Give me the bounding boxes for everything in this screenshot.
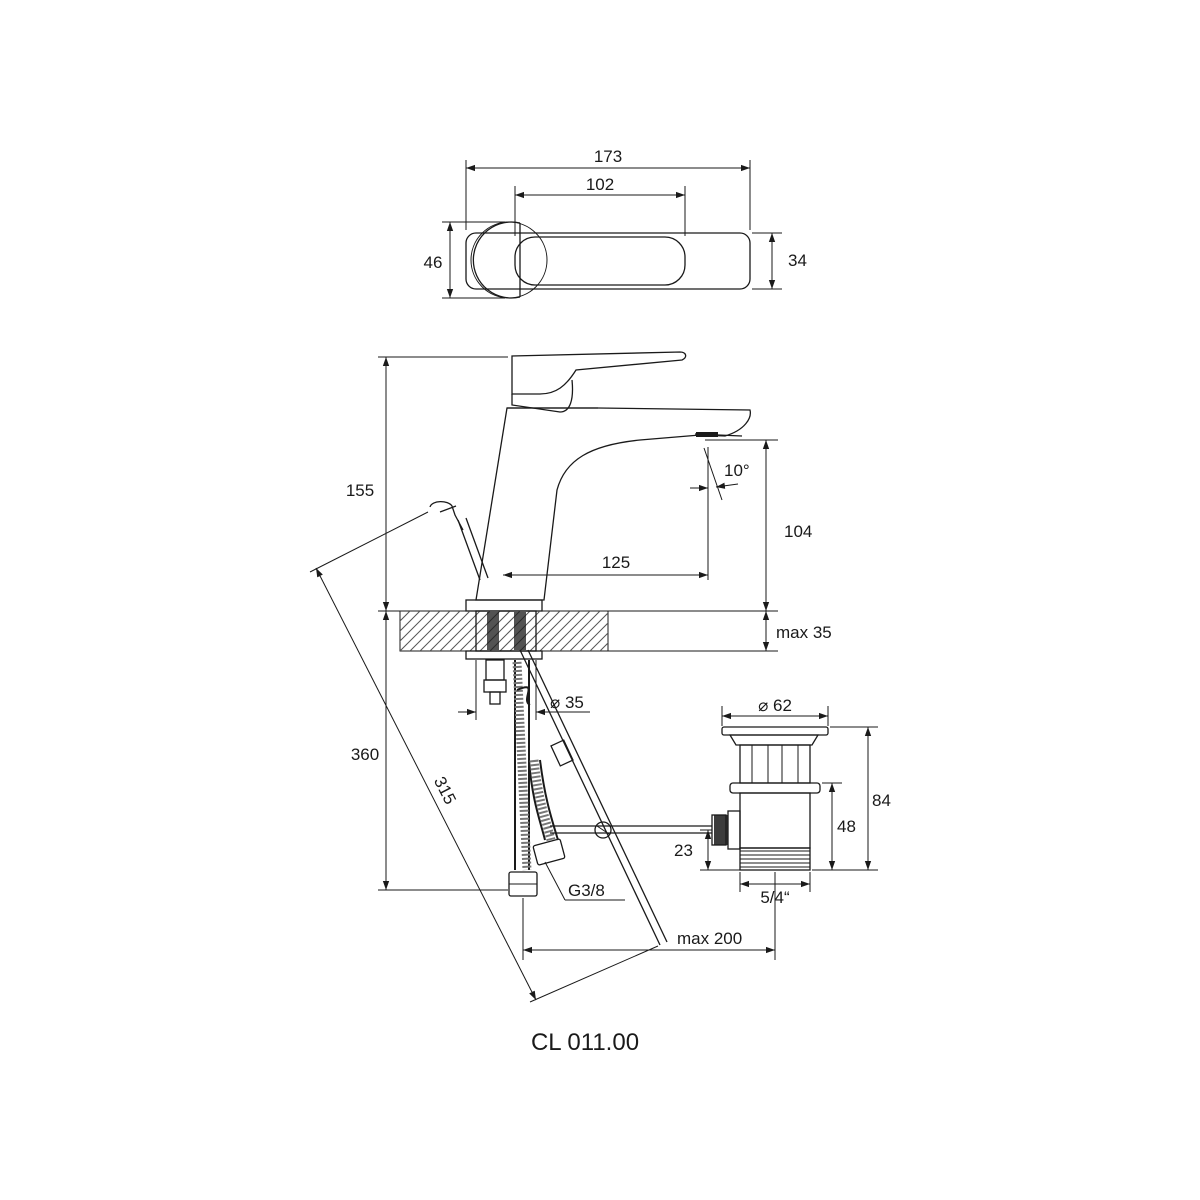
dim-360: 360 bbox=[351, 745, 379, 764]
hatch-line bbox=[569, 612, 608, 651]
dim-10-deg: 10° bbox=[724, 461, 750, 480]
hatch-line bbox=[599, 642, 608, 651]
top-view-dimensions: 173 102 46 34 bbox=[424, 147, 807, 299]
dim-dia-62: ⌀ 62 bbox=[758, 696, 792, 715]
product-code: CL 011.00 bbox=[531, 1029, 639, 1056]
dim-104: 104 bbox=[784, 522, 812, 541]
hatch-line bbox=[650, 611, 690, 651]
hatch-line bbox=[400, 611, 441, 651]
hatch-line bbox=[400, 611, 431, 642]
dim-155: 155 bbox=[346, 481, 374, 500]
label-g3-8: G3/8 bbox=[568, 881, 605, 900]
hatch-line bbox=[429, 611, 471, 651]
dim-84: 84 bbox=[872, 791, 891, 810]
hatch-line bbox=[439, 611, 481, 651]
hatch-line bbox=[419, 611, 461, 651]
waste-valve bbox=[711, 726, 829, 871]
hatch-line bbox=[449, 611, 491, 651]
pop-up-rod bbox=[429, 500, 712, 946]
dim-48: 48 bbox=[837, 817, 856, 836]
dim-173: 173 bbox=[594, 147, 622, 166]
hatch-line bbox=[610, 611, 650, 651]
hatch-line bbox=[539, 611, 581, 651]
hatch-line bbox=[640, 611, 680, 651]
hatch-line bbox=[589, 632, 608, 651]
dim-max-35: max 35 bbox=[776, 623, 832, 642]
hatch-line bbox=[620, 611, 660, 651]
hatch-line bbox=[409, 611, 451, 651]
dim-102: 102 bbox=[586, 175, 614, 194]
dim-23: 23 bbox=[674, 841, 693, 860]
hatch-line bbox=[529, 611, 571, 651]
dim-34: 34 bbox=[788, 251, 807, 270]
top-view bbox=[465, 221, 751, 299]
dim-5-4-inch: 5/4“ bbox=[760, 888, 790, 907]
side-view-dimensions: 155 104 10° 125 max 35 ⌀ 35 360 315 bbox=[309, 356, 891, 1003]
hatch-line bbox=[400, 611, 401, 612]
hatch-line bbox=[630, 611, 670, 651]
dim-max-200: max 200 bbox=[677, 929, 742, 948]
hatch-line bbox=[579, 622, 608, 651]
countertop bbox=[399, 610, 690, 705]
hatch-line bbox=[549, 611, 591, 651]
dim-125: 125 bbox=[602, 553, 630, 572]
dim-46: 46 bbox=[424, 253, 443, 272]
dim-dia-35: ⌀ 35 bbox=[550, 693, 584, 712]
hatch-line bbox=[400, 611, 411, 622]
hatch-line bbox=[559, 611, 601, 651]
dim-315: 315 bbox=[430, 774, 460, 808]
